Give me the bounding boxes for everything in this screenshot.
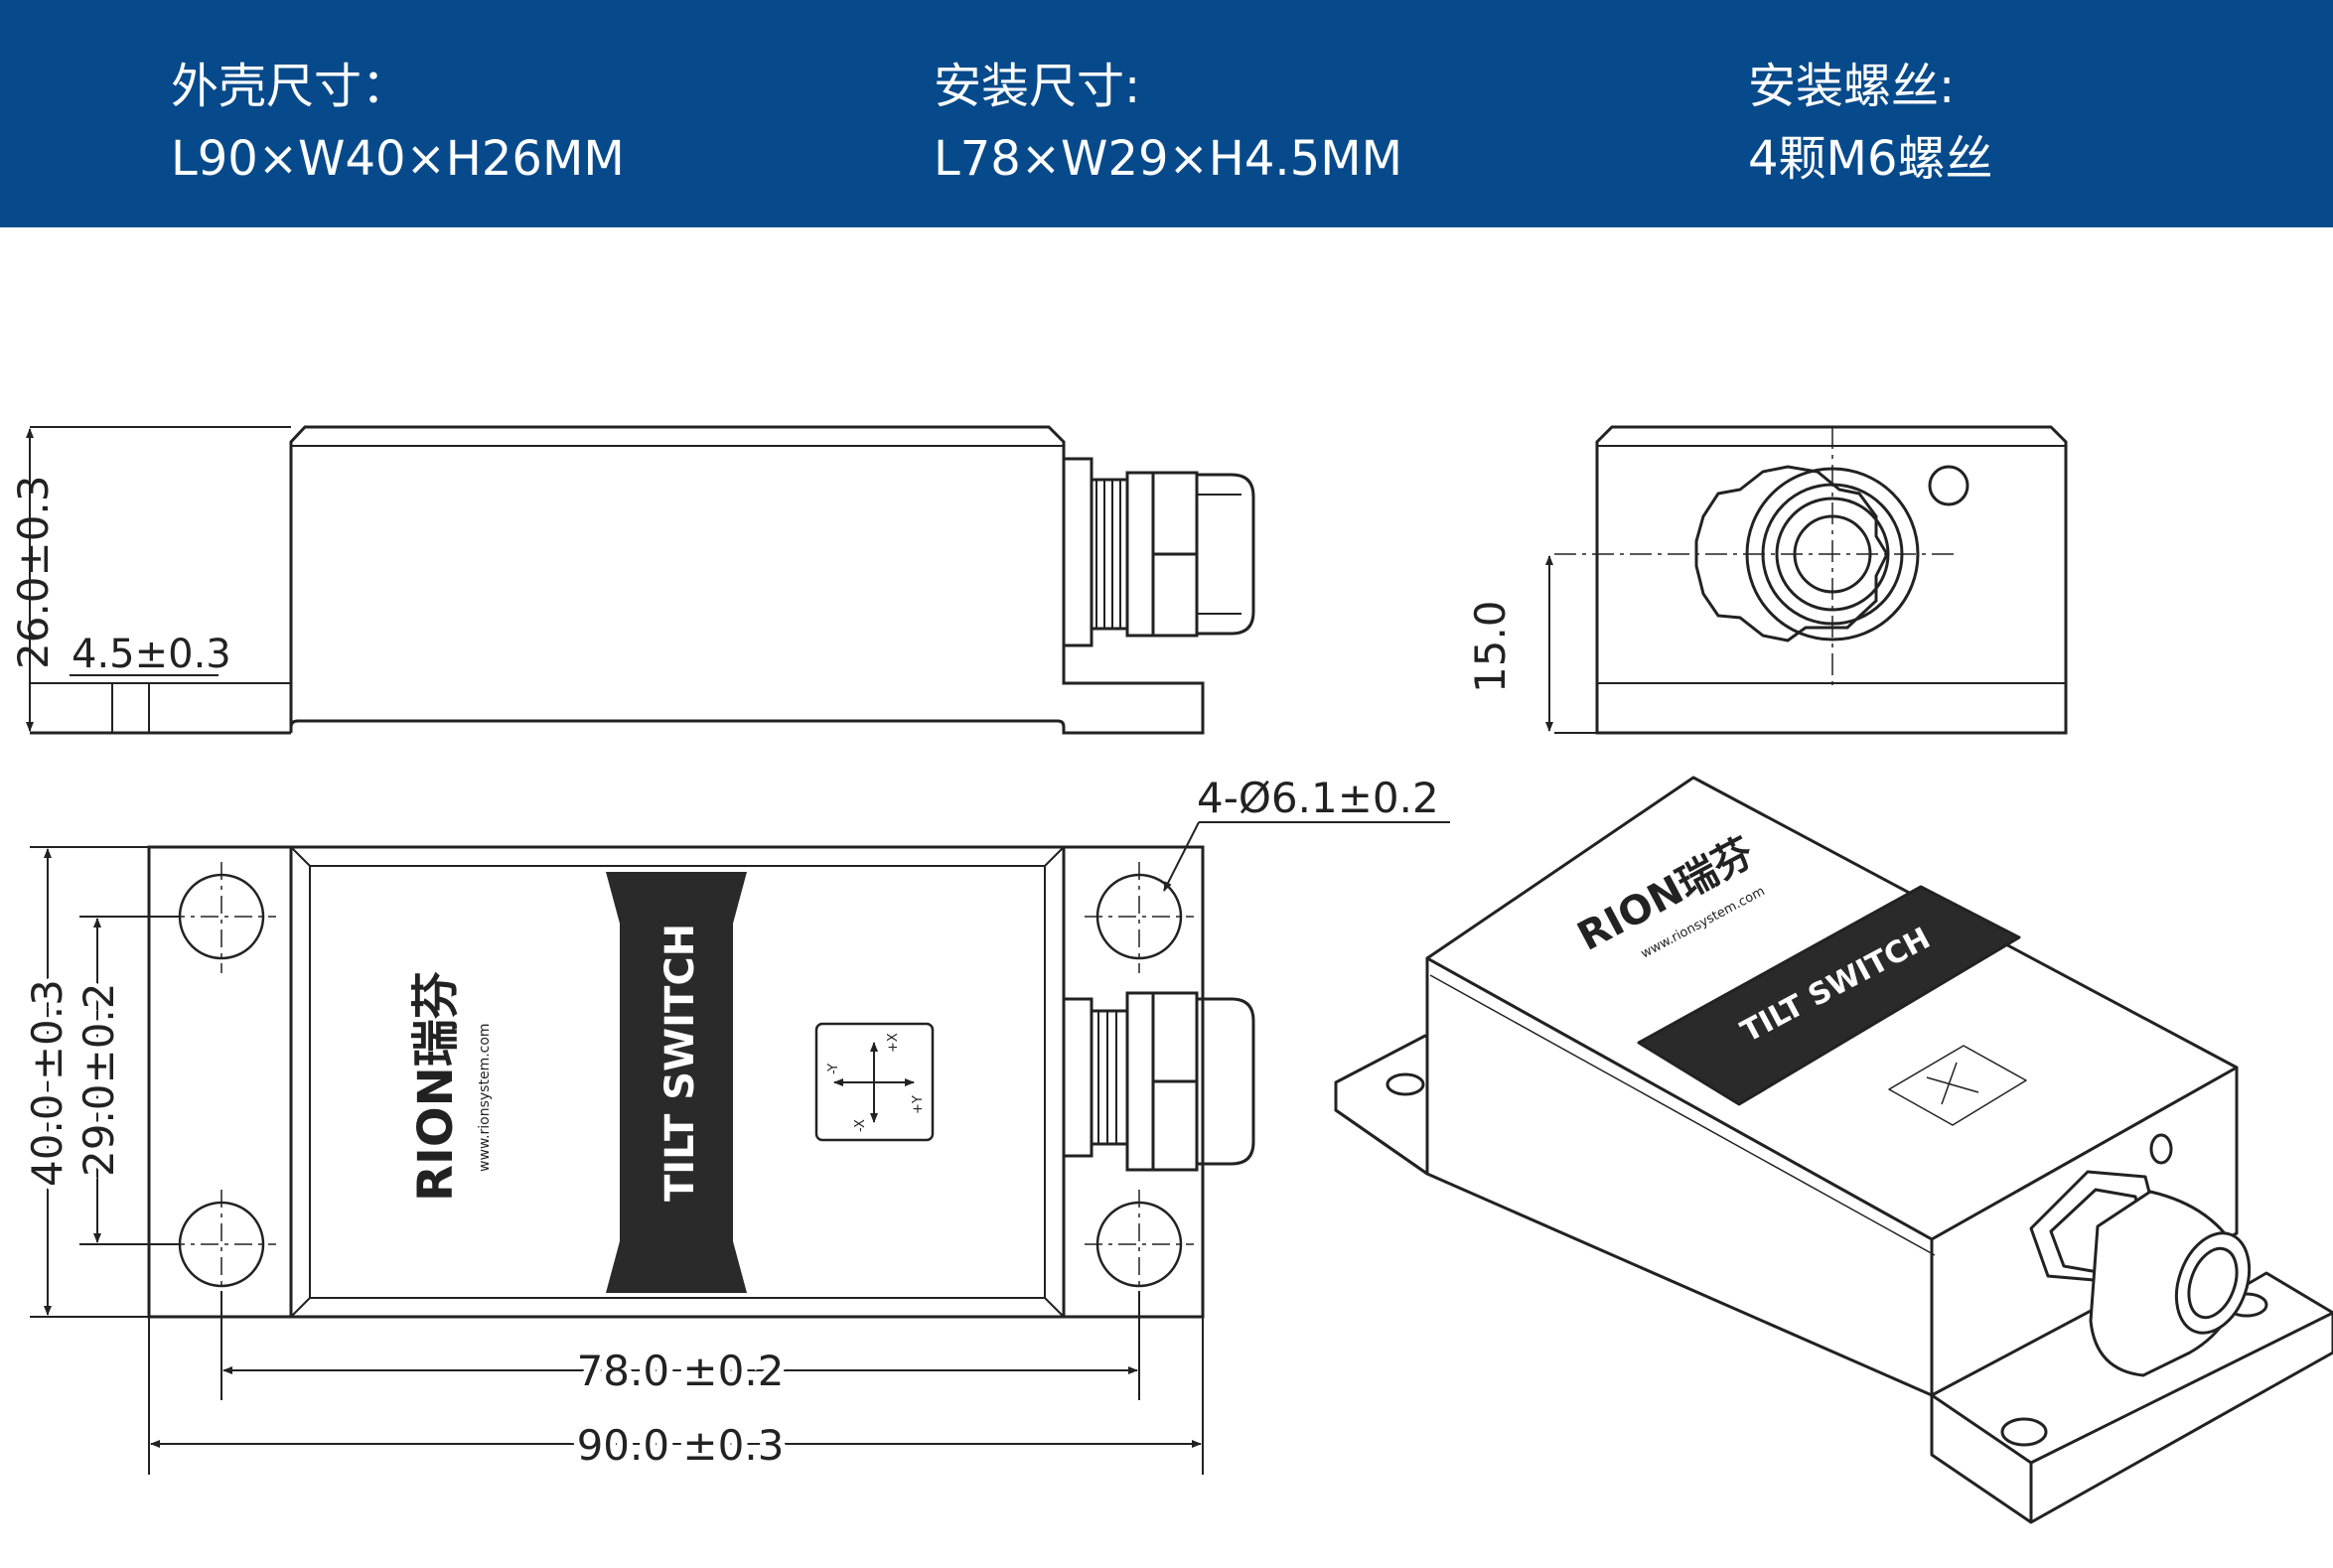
spec-housing-label: 外壳尺寸： bbox=[171, 59, 410, 114]
end-housing-outline bbox=[1595, 425, 2068, 735]
axis-plus-x: +X bbox=[886, 1033, 901, 1053]
dim-length-outer-label: 90.0 ±0.3 bbox=[577, 1421, 785, 1470]
isometric-view bbox=[1334, 776, 2333, 1524]
iso-label-band bbox=[1637, 885, 2021, 1106]
top-housing-inner bbox=[309, 865, 1046, 1299]
website-text: www.rionsystem.com bbox=[477, 1023, 493, 1172]
spec-housing-value: L90×W40×H26MM bbox=[171, 131, 625, 187]
spec-mount-label: 安装尺寸: bbox=[934, 59, 1141, 114]
dim-length-mount-label: 78.0 ±0.2 bbox=[577, 1347, 785, 1395]
end-gland-nut bbox=[1694, 465, 1889, 642]
axis-minus-y: -Y bbox=[826, 1064, 841, 1074]
iso-flange-front bbox=[1930, 1271, 2333, 1524]
end-view bbox=[1545, 425, 2068, 735]
dim-flange-thickness-label: 4.5±0.3 bbox=[72, 632, 231, 677]
top-cable-gland bbox=[1062, 991, 1255, 1172]
tilt-switch-band bbox=[606, 872, 747, 1293]
spec-banner: 外壳尺寸： L90×W40×H26MM 安装尺寸: L78×W29×H4.5MM… bbox=[0, 0, 2333, 227]
axis-plus-y: +Y bbox=[911, 1095, 926, 1114]
dim-width-mount-label: 29.0±0.2 bbox=[74, 982, 123, 1177]
top-view bbox=[30, 821, 1450, 1475]
dim-width-outer-label: 40.0 ±0.3 bbox=[23, 979, 72, 1187]
spec-screws-value: 4颗M6螺丝 bbox=[1748, 131, 1993, 187]
dim-height-label: 26.0±0.3 bbox=[9, 475, 58, 669]
logo-top-view: RION瑞芬 www.rionsystem.com bbox=[408, 971, 493, 1202]
side-view bbox=[26, 425, 1255, 735]
spec-mount-size: 安装尺寸: L78×W29×H4.5MM bbox=[934, 52, 1402, 197]
logo-text: RION瑞芬 bbox=[408, 971, 464, 1202]
dim-hole-diameter-label: 4-Ø6.1±0.2 bbox=[1197, 774, 1439, 822]
spec-housing-size: 外壳尺寸： L90×W40×H26MM bbox=[171, 52, 625, 197]
spec-screws-label: 安装螺丝: bbox=[1748, 59, 1956, 114]
axis-minus-x: -X bbox=[853, 1119, 868, 1132]
side-housing-outline bbox=[289, 425, 1205, 735]
band-product-label: TILT SWITCH bbox=[657, 924, 703, 1202]
iso-cable-gland bbox=[2029, 1170, 2252, 1377]
side-cable-gland bbox=[1062, 457, 1255, 647]
spec-screws: 安装螺丝: 4颗M6螺丝 bbox=[1748, 52, 1993, 197]
axis-indicator-top: +X -X +Y -Y bbox=[814, 1022, 935, 1142]
dim-axis-height-label: 15.0 bbox=[1466, 600, 1515, 693]
spec-mount-value: L78×W29×H4.5MM bbox=[934, 131, 1403, 187]
